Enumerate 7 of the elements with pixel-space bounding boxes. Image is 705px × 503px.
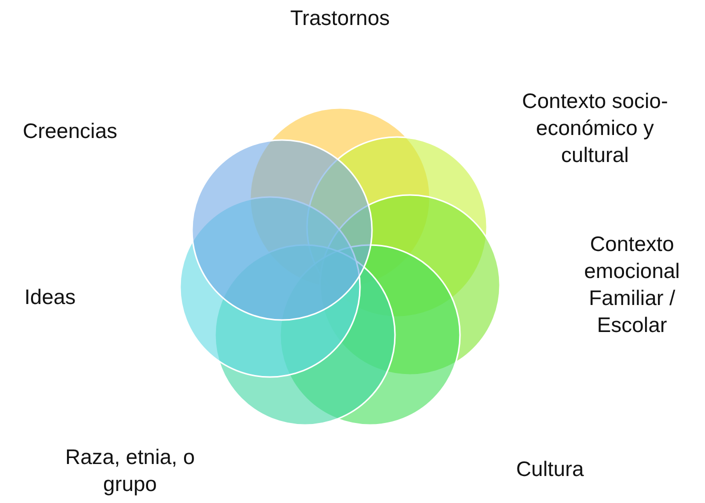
circle-label: Contexto emocional Familiar / Escolar: [583, 232, 681, 339]
circle-label: Contexto socio-económico y cultural: [521, 89, 669, 169]
circle-label: Cultura: [515, 457, 585, 483]
circle-label: Raza, etnia, o grupo: [64, 445, 196, 498]
circle-label: Creencias: [22, 119, 118, 145]
circle-label: Trastornos: [289, 6, 391, 32]
circle-label: Ideas: [23, 285, 77, 311]
